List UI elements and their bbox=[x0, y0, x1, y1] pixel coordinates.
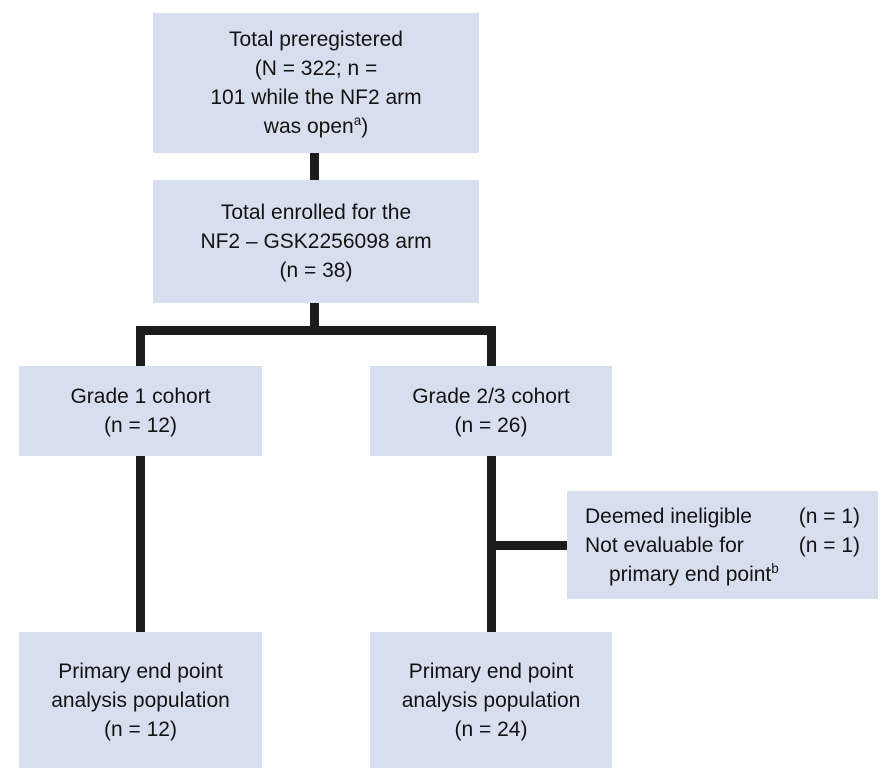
connector-drop-to-grade1 bbox=[136, 326, 145, 368]
node-line: (n = 12) bbox=[104, 717, 177, 741]
node-line: Primary end point bbox=[58, 659, 223, 683]
node-line: (n = 12) bbox=[104, 414, 177, 437]
footnote-marker-b: b bbox=[771, 560, 779, 576]
excluded-row-count: (n = 1) bbox=[798, 533, 860, 557]
node-line: Total preregistered bbox=[229, 28, 403, 51]
node-line: Primary end point bbox=[408, 659, 574, 683]
node-line: analysis population bbox=[401, 688, 581, 712]
connector-split-bus bbox=[136, 326, 496, 335]
excluded-row: Deemed ineligible (n = 1) bbox=[585, 502, 860, 531]
excluded-row-label: Not evaluable for bbox=[585, 533, 744, 557]
node-line: (N = 322; n = bbox=[254, 57, 378, 80]
connector-enrolled-stem bbox=[310, 303, 319, 333]
connector-preregistered-to-enrolled bbox=[310, 153, 319, 181]
excluded-row-label: Deemed ineligible bbox=[585, 504, 752, 528]
excluded-row: Not evaluable for (n = 1) bbox=[585, 531, 860, 560]
node-line: NF2 – GSK2256098 arm bbox=[200, 230, 432, 253]
footnote-marker-a: a bbox=[353, 113, 362, 128]
node-primary-endpoint-population-grade1: Primary end point analysis population (n… bbox=[19, 632, 262, 768]
node-line-text: was open bbox=[263, 115, 354, 138]
node-line-with-footnote: was opena) bbox=[264, 112, 368, 141]
excluded-row-continuation: primary end pointb bbox=[585, 560, 860, 589]
excluded-continuation-text: primary end point bbox=[609, 562, 772, 586]
node-line: (n = 26) bbox=[454, 414, 528, 437]
node-total-enrolled: Total enrolled for the NF2 – GSK2256098 … bbox=[153, 180, 479, 303]
node-grade23-cohort: Grade 2/3 cohort (n = 26) bbox=[370, 366, 612, 456]
node-grade1-cohort: Grade 1 cohort (n = 12) bbox=[19, 366, 262, 456]
node-line-trailing: ) bbox=[361, 115, 369, 138]
node-line: Grade 1 cohort bbox=[70, 385, 211, 408]
node-primary-endpoint-population-grade23: Primary end point analysis population (n… bbox=[370, 632, 612, 768]
node-line: analysis population bbox=[51, 688, 230, 712]
connector-branch-to-excluded bbox=[487, 541, 569, 550]
node-excluded-patients: Deemed ineligible (n = 1) Not evaluable … bbox=[567, 491, 878, 599]
connector-drop-to-grade23 bbox=[487, 326, 496, 368]
node-total-preregistered: Total preregistered (N = 322; n = 101 wh… bbox=[153, 13, 479, 153]
node-line: Total enrolled for the bbox=[220, 201, 412, 224]
node-line: 101 while the NF2 arm bbox=[210, 86, 422, 109]
connector-grade1-to-primary-left bbox=[136, 455, 145, 634]
node-line: (n = 38) bbox=[279, 259, 353, 282]
node-line: (n = 24) bbox=[454, 717, 528, 741]
excluded-row-count: (n = 1) bbox=[798, 504, 860, 528]
node-line: Grade 2/3 cohort bbox=[412, 385, 570, 408]
